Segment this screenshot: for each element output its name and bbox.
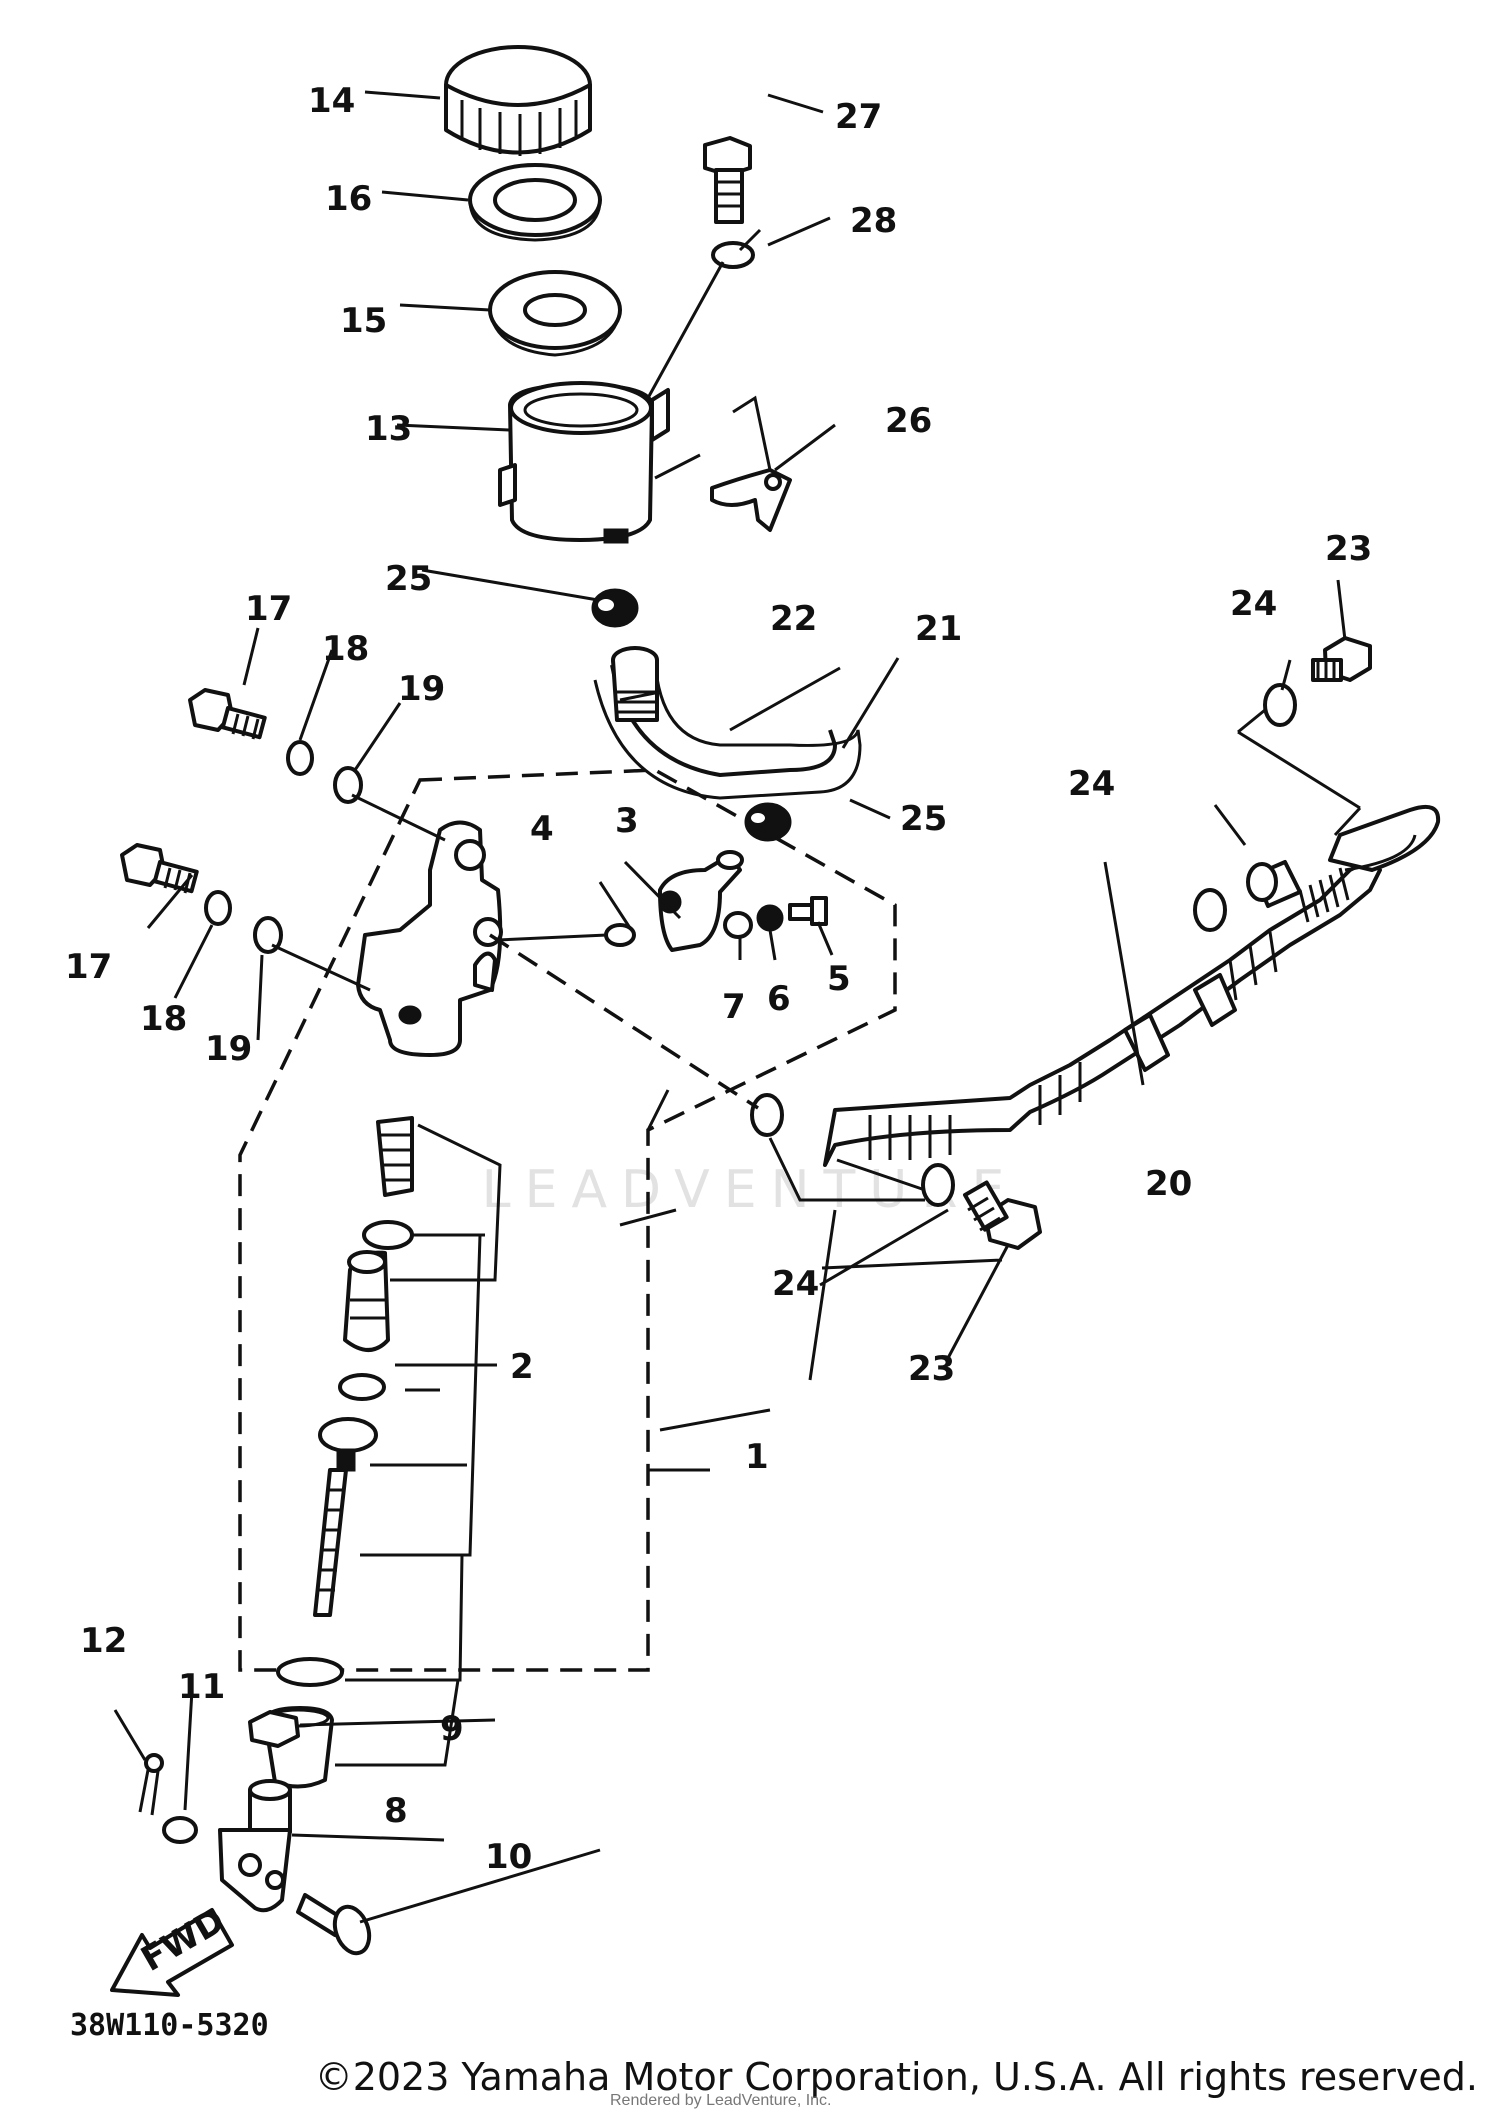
union-washer-d[interactable] — [1263, 683, 1297, 727]
footer-note: Rendered by LeadVenture, Inc. — [610, 2092, 832, 2109]
drawing-code: 38W110-5320 — [70, 2008, 269, 2043]
callout-15: 15 — [340, 301, 387, 341]
callout-27: 27 — [835, 97, 882, 137]
callout-24-lower: 24 — [772, 1264, 819, 1304]
callout-3: 3 — [615, 801, 639, 841]
callout-19-upper: 19 — [398, 669, 445, 709]
washer-lower[interactable] — [253, 916, 283, 954]
clevis[interactable] — [218, 1779, 292, 1913]
spring-washer-upper[interactable] — [286, 740, 314, 776]
push-rod[interactable] — [313, 1417, 378, 1617]
callout-23-upper: 23 — [1325, 529, 1372, 569]
washer-upper[interactable] — [333, 766, 363, 804]
callout-24-upper: 24 — [1230, 584, 1277, 624]
copper-washer[interactable] — [723, 911, 753, 939]
callout-17-lower: 17 — [65, 947, 112, 987]
callout-5: 5 — [827, 959, 851, 999]
callout-17-upper: 17 — [245, 589, 292, 629]
bolt-upper[interactable] — [188, 688, 267, 740]
cotter-pin[interactable] — [138, 1753, 164, 1816]
bolt[interactable] — [703, 136, 752, 224]
callout-28: 28 — [850, 201, 897, 241]
callout-18-lower: 18 — [140, 999, 187, 1039]
callout-21: 21 — [915, 609, 962, 649]
fwd-arrow-icon: FWD — [110, 1901, 234, 1997]
callout-2: 2 — [510, 1347, 534, 1387]
callout-7: 7 — [722, 987, 746, 1027]
callout-20: 20 — [1145, 1164, 1192, 1204]
hose-fitting[interactable] — [611, 646, 659, 722]
callout-11: 11 — [178, 1667, 225, 1707]
callout-13: 13 — [365, 409, 412, 449]
callout-26: 26 — [885, 401, 932, 441]
clevis-pin[interactable] — [296, 1893, 375, 1958]
bleed-screw[interactable] — [788, 896, 828, 926]
callout-12: 12 — [80, 1621, 127, 1661]
bolt-lower[interactable] — [120, 843, 199, 894]
callout-19-lower: 19 — [205, 1029, 252, 1069]
union-washer-a[interactable] — [750, 1093, 784, 1137]
grommet-upper[interactable] — [591, 588, 639, 628]
washer[interactable] — [711, 241, 755, 269]
callout-10: 10 — [485, 1837, 532, 1877]
callout-14: 14 — [308, 81, 355, 121]
callout-22: 22 — [770, 599, 817, 639]
union-washer-c[interactable] — [1193, 888, 1227, 932]
grommet-lower[interactable] — [744, 802, 792, 842]
callout-1: 1 — [745, 1437, 769, 1477]
o-ring[interactable] — [756, 904, 784, 932]
callout-8: 8 — [384, 1791, 408, 1831]
union-fitting-washer[interactable] — [1246, 862, 1278, 902]
hose-joint[interactable] — [658, 850, 744, 952]
callout-25-upper: 25 — [385, 559, 432, 599]
bracket[interactable] — [710, 468, 792, 532]
brake-hose[interactable] — [823, 805, 1441, 1167]
callout-23-lower: 23 — [908, 1349, 955, 1389]
master-cylinder-body[interactable] — [356, 820, 503, 1057]
circlip[interactable] — [276, 1657, 344, 1687]
locknut[interactable] — [248, 1710, 300, 1748]
copyright-notice: ©2023 Yamaha Motor Corporation, U.S.A. A… — [314, 2055, 1478, 2099]
union-bolt-lower[interactable] — [963, 1180, 1042, 1250]
callout-9: 9 — [440, 1709, 464, 1749]
reservoir[interactable] — [498, 381, 670, 544]
primary-cup[interactable] — [362, 1220, 414, 1250]
callout-4: 4 — [530, 809, 554, 849]
callout-16: 16 — [325, 179, 372, 219]
piston[interactable] — [343, 1250, 390, 1352]
union-washer-b[interactable] — [921, 1163, 955, 1207]
callout-25-lower: 25 — [900, 799, 947, 839]
reservoir-cap[interactable] — [444, 45, 592, 156]
union-bolt-upper[interactable] — [1311, 636, 1372, 682]
callout-6: 6 — [767, 979, 791, 1019]
watermark-text: LEADVENTURE — [481, 1160, 1019, 1220]
callout-18-upper: 18 — [322, 629, 369, 669]
secondary-cup[interactable] — [338, 1373, 386, 1401]
callout-24-mid: 24 — [1068, 764, 1115, 804]
return-spring[interactable] — [376, 1116, 414, 1197]
diaphragm[interactable] — [468, 163, 602, 242]
pin-washer[interactable] — [162, 1816, 198, 1844]
diaphragm-holder[interactable] — [488, 270, 622, 357]
spring-washer-lower[interactable] — [204, 890, 232, 926]
